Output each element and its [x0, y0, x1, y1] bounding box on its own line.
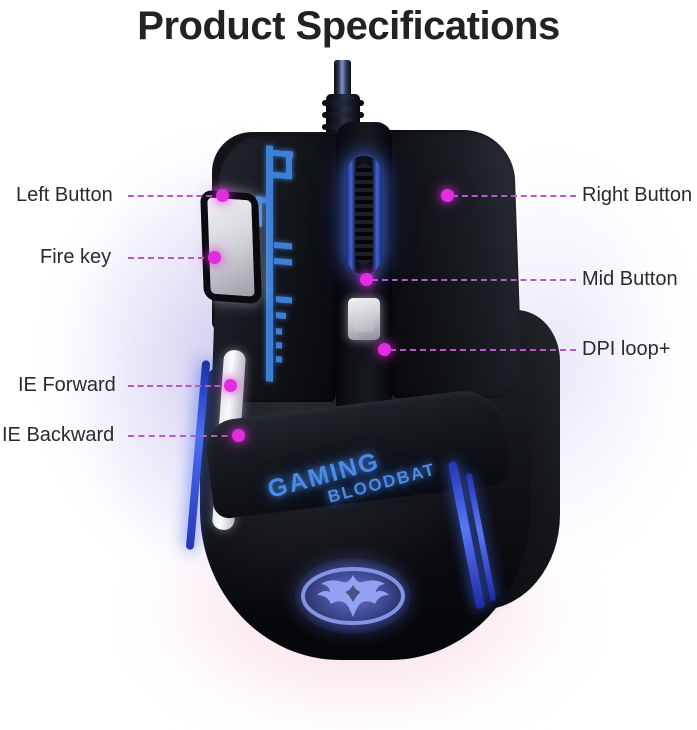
right-mouse-button	[381, 130, 523, 398]
callout-dot-ie-forward	[224, 379, 237, 392]
callout-label-right-button: Right Button	[582, 184, 693, 206]
callout-label-dpi-loop: DPI loop+	[582, 338, 671, 360]
callout-dot-ie-backward	[232, 429, 245, 442]
callout-leader-dpi-loop	[390, 349, 576, 351]
callout-leader-left-button	[128, 195, 222, 197]
fire-key-button	[200, 189, 262, 305]
callout-label-left-button: Left Button	[16, 184, 113, 206]
callout-dot-dpi-loop	[378, 343, 391, 356]
callout-label-fire-key: Fire key	[40, 246, 112, 268]
callout-leader-ie-backward	[128, 435, 238, 437]
callout-dot-fire-key	[208, 251, 221, 264]
callout-label-ie-backward: IE Backward	[2, 424, 115, 446]
page-title: Product Specifications	[137, 3, 560, 48]
circuit-decoration	[256, 144, 294, 387]
callout-leader-right-button	[452, 195, 576, 197]
callout-dot-right-button	[441, 189, 454, 202]
callout-dot-mid-button	[360, 273, 373, 286]
strain-rib	[322, 100, 364, 106]
strain-rib	[322, 112, 364, 118]
scroll-wheel-tread	[355, 164, 373, 264]
callout-label-ie-forward: IE Forward	[18, 374, 116, 396]
gaming-mouse-graphic: GAMING BLOODBAT	[150, 60, 570, 660]
callout-leader-ie-forward	[128, 385, 230, 387]
callout-dot-left-button	[216, 189, 229, 202]
bat-emblem-icon	[295, 558, 411, 634]
dpi-button-inner	[354, 306, 374, 332]
callout-leader-fire-key	[128, 257, 214, 259]
callout-leader-mid-button	[372, 279, 576, 281]
callout-label-mid-button: Mid Button	[582, 268, 678, 290]
